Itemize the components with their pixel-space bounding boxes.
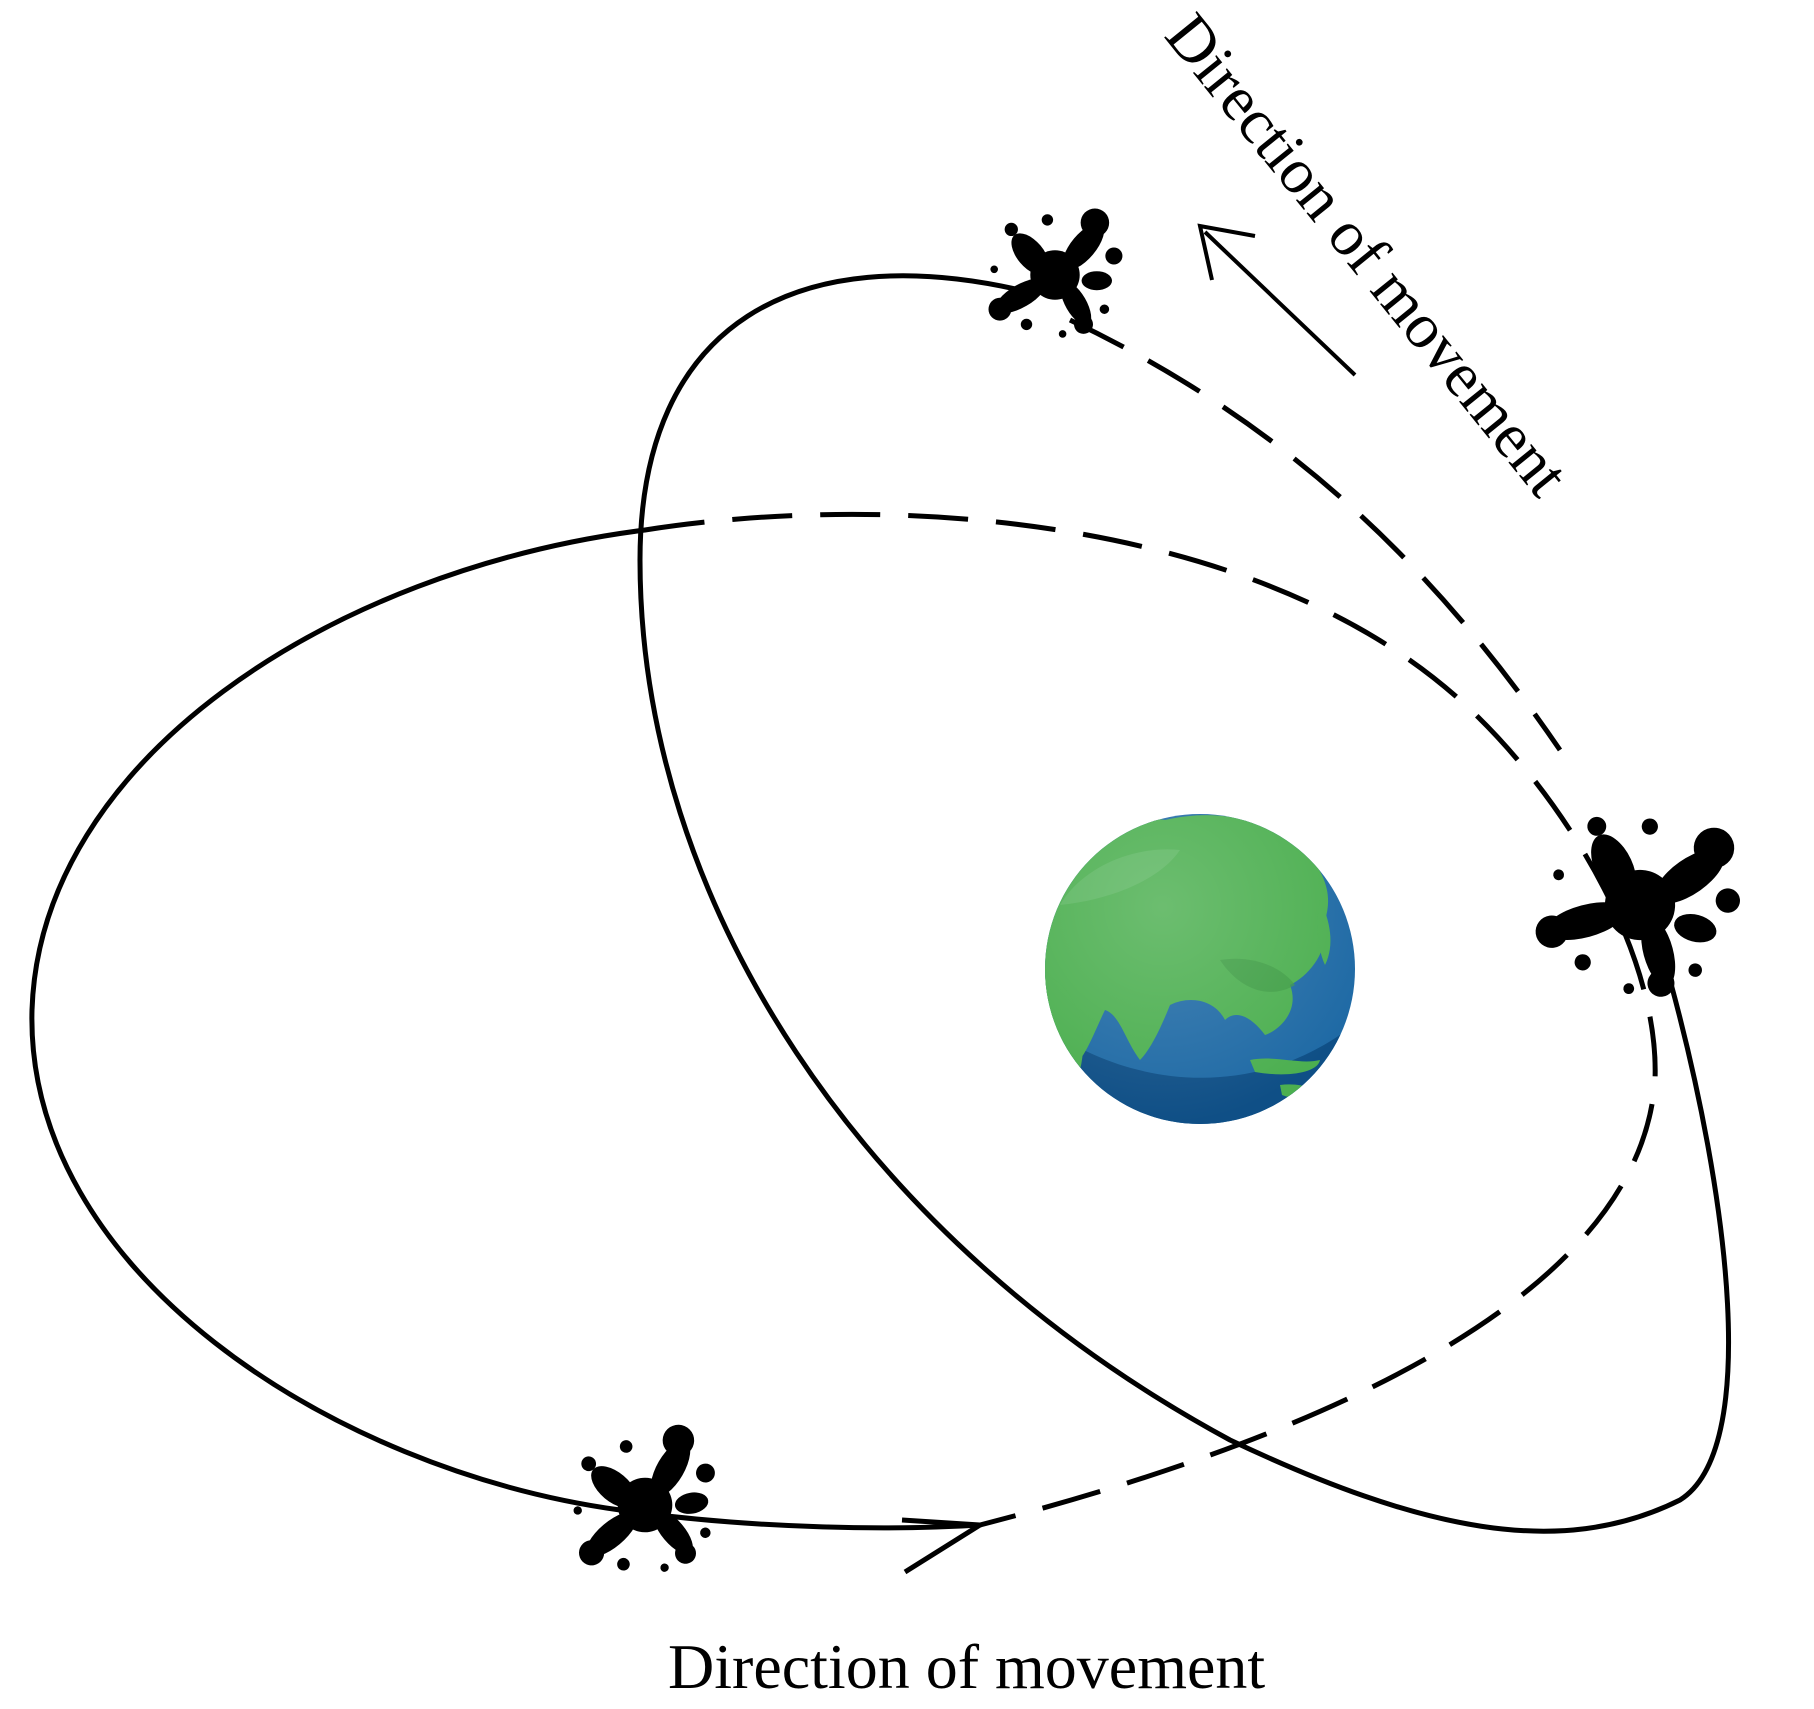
- direction-label-bottom: Direction of movement: [668, 1631, 1265, 1702]
- debris-splat-icon-top: [988, 208, 1123, 338]
- arrow-icon-top: [1197, 223, 1357, 377]
- arrow-icon-bottom: [901, 1517, 988, 1575]
- direction-label-top: Direction of movement: [1152, 0, 1583, 509]
- orbit-large-solid: [29, 527, 983, 1531]
- orbit-tilted-solid: [637, 273, 1731, 1534]
- orbit-large-dashed: [644, 511, 1658, 1528]
- orbit-tilted-dashed: [1068, 317, 1563, 752]
- earth-globe-icon: [1045, 814, 1355, 1124]
